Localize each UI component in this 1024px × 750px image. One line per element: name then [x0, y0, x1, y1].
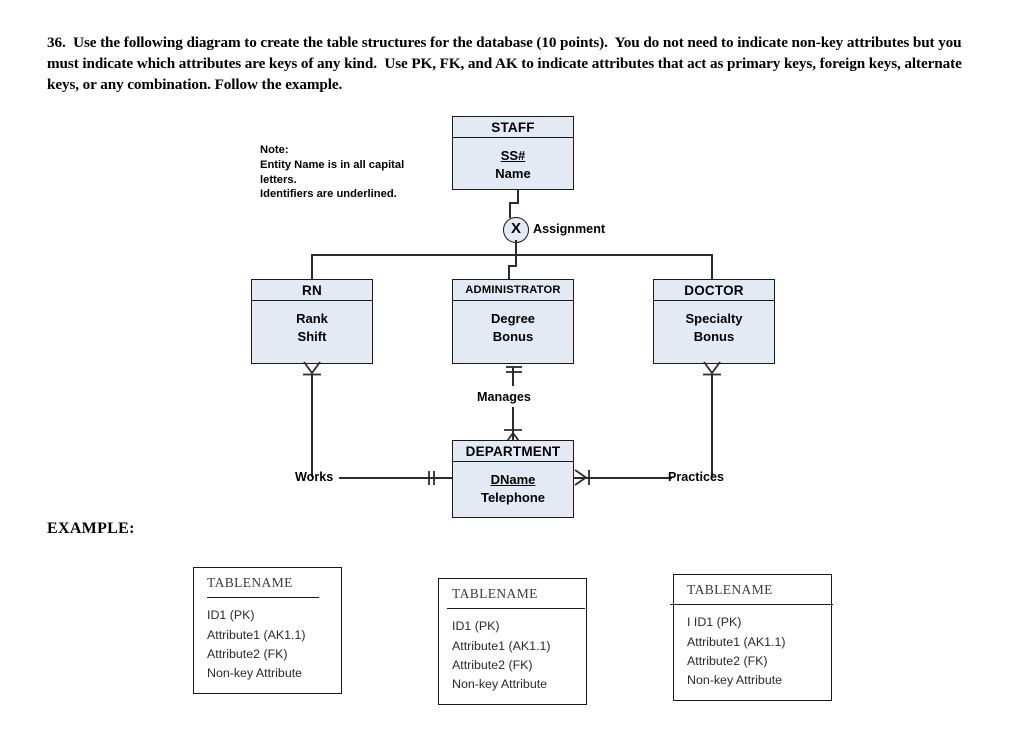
- example-table-2-name: TABLENAME: [452, 586, 538, 601]
- entity-doctor-attributes: Specialty Bonus: [654, 301, 774, 347]
- example-table-2-divider: [447, 608, 585, 610]
- entity-doctor-attribute-1: Bonus: [693, 329, 735, 345]
- example-table-1-divider: [207, 597, 319, 599]
- entity-rn[interactable]: RN Rank Shift: [251, 279, 373, 364]
- example-table-2-attributes: ID1 (PK) Attribute1 (AK1.1) Attribute2 (…: [452, 619, 551, 691]
- entity-department-name: DEPARTMENT: [453, 441, 573, 462]
- example-label: EXAMPLE:: [47, 520, 135, 537]
- bus-drop-administrator-jog: [508, 265, 517, 267]
- disjoint-symbol-letter: X: [510, 220, 521, 237]
- one-and-only-one-administrator: [506, 366, 522, 373]
- specialization-bus-line: [311, 254, 713, 256]
- bus-drop-administrator-upper: [515, 254, 517, 266]
- entity-staff-identifier: SS#: [500, 148, 526, 163]
- relationship-manages-label: Manages: [477, 390, 531, 404]
- example-table-1-name: TABLENAME: [207, 575, 293, 590]
- relationship-assignment-label: Assignment: [533, 222, 606, 236]
- example-table-3-name: TABLENAME: [687, 582, 773, 597]
- relationship-practices-label: Practices: [668, 470, 725, 484]
- entity-staff-attribute-0: Name: [495, 166, 531, 182]
- manages-vertical-lower: [512, 407, 514, 443]
- relationship-works-label: Works: [295, 470, 334, 484]
- manages-vertical-upper: [512, 367, 514, 386]
- bus-drop-administrator-lower: [508, 265, 510, 281]
- example-table-1-attributes: ID1 (PK) Attribute1 (AK1.1) Attribute2 (…: [207, 608, 306, 680]
- entity-staff-attributes: SS# Name: [453, 138, 573, 184]
- entity-staff-name: STAFF: [453, 117, 573, 138]
- assignment-to-bus-line: [515, 240, 517, 255]
- rn-works-vertical: [311, 374, 313, 477]
- example-table-1[interactable]: TABLENAME ID1 (PK) Attribute1 (AK1.1) At…: [193, 567, 342, 694]
- example-table-3[interactable]: TABLENAME I ID1 (PK) Attribute1 (AK1.1) …: [670, 574, 833, 701]
- example-table-2[interactable]: TABLENAME ID1 (PK) Attribute1 (AK1.1) At…: [438, 578, 587, 705]
- entity-rn-attributes: Rank Shift: [252, 301, 372, 347]
- diagram-note: Note: Entity Name is in all capital lett…: [260, 144, 405, 201]
- entity-department-attribute-0: Telephone: [480, 490, 546, 506]
- entity-rn-attribute-1: Shift: [297, 329, 327, 345]
- staff-connector-drop: [509, 202, 511, 218]
- staff-connector-segment: [517, 190, 519, 203]
- entity-administrator-attribute-0: Degree: [490, 311, 536, 326]
- entity-doctor-attribute-0: Specialty: [685, 311, 743, 326]
- staff-connector-jog: [509, 202, 519, 204]
- entity-doctor[interactable]: DOCTOR Specialty Bonus: [653, 279, 775, 364]
- practices-horizontal-line: [574, 477, 672, 479]
- entity-rn-attribute-0: Rank: [296, 311, 328, 326]
- entity-department-identifier: DName: [490, 472, 536, 487]
- example-table-3-divider: [670, 604, 833, 606]
- entity-staff[interactable]: STAFF SS# Name: [452, 116, 574, 190]
- example-table-3-attributes: I ID1 (PK) Attribute1 (AK1.1) Attribute2…: [687, 615, 786, 687]
- doctor-practices-vertical: [711, 374, 713, 477]
- entity-administrator-name: ADMINISTRATOR: [453, 280, 573, 301]
- works-horizontal-line: [339, 477, 452, 479]
- bus-drop-doctor: [711, 254, 713, 281]
- entity-department-attributes: DName Telephone: [453, 462, 573, 508]
- entity-administrator-attributes: Degree Bonus: [453, 301, 573, 347]
- entity-administrator-attribute-1: Bonus: [492, 329, 534, 345]
- entity-department[interactable]: DEPARTMENT DName Telephone: [452, 440, 574, 518]
- entity-administrator[interactable]: ADMINISTRATOR Degree Bonus: [452, 279, 574, 364]
- question-text: 36. Use the following diagram to create …: [47, 34, 966, 93]
- one-and-only-one-works: [428, 471, 435, 485]
- bus-drop-rn: [311, 254, 313, 281]
- crowsfoot-department-practices: [574, 469, 590, 486]
- entity-doctor-name: DOCTOR: [654, 280, 774, 301]
- entity-rn-name: RN: [252, 280, 372, 301]
- er-diagram: Note: Entity Name is in all capital lett…: [0, 105, 1024, 525]
